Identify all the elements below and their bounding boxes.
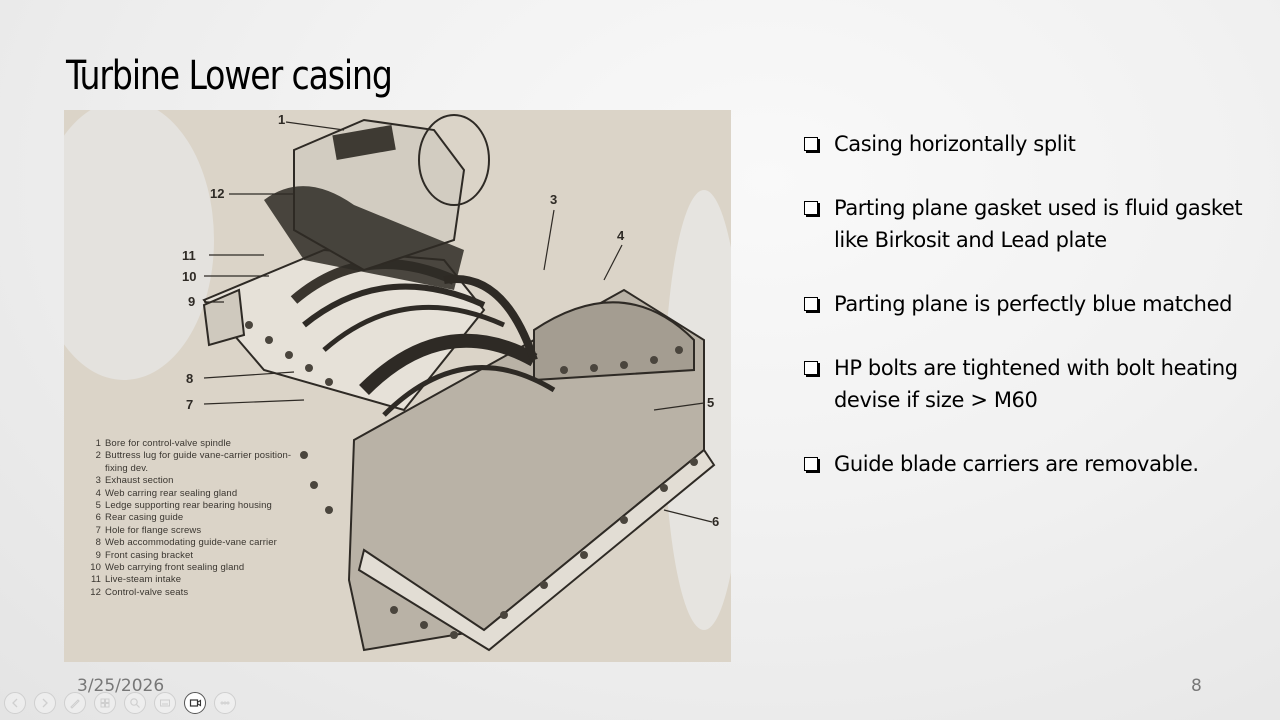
bullet-item: HP bolts are tightened with bolt heating… bbox=[804, 352, 1254, 416]
callout-1: 1 bbox=[278, 112, 286, 127]
checkbox-bullet-icon bbox=[804, 201, 818, 215]
callout-12: 12 bbox=[210, 186, 225, 201]
see-all-slides-button[interactable] bbox=[94, 692, 116, 714]
callout-7: 7 bbox=[186, 397, 194, 412]
subtitles-icon bbox=[160, 699, 170, 707]
zoom-button[interactable] bbox=[124, 692, 146, 714]
bullet-list: Casing horizontally split Parting plane … bbox=[804, 128, 1254, 512]
callout-11: 11 bbox=[182, 248, 196, 263]
bullet-item: Parting plane gasket used is fluid gaske… bbox=[804, 192, 1254, 256]
callout-8: 8 bbox=[186, 371, 194, 386]
more-options-button[interactable] bbox=[214, 692, 236, 714]
checkbox-bullet-icon bbox=[804, 297, 818, 311]
pen-icon bbox=[70, 699, 80, 709]
subtitles-button[interactable] bbox=[154, 692, 176, 714]
chevron-right-icon bbox=[42, 698, 48, 708]
bullet-item: Parting plane is perfectly blue matched bbox=[804, 288, 1254, 320]
chevron-left-icon bbox=[12, 698, 18, 708]
callout-5: 5 bbox=[707, 395, 715, 410]
turbine-casing-drawing bbox=[64, 110, 731, 662]
video-camera-icon bbox=[189, 699, 201, 707]
callout-6: 6 bbox=[712, 514, 720, 529]
bullet-item: Casing horizontally split bbox=[804, 128, 1254, 160]
magnifier-icon bbox=[130, 698, 140, 708]
ellipsis-icon bbox=[220, 701, 230, 705]
checkbox-bullet-icon bbox=[804, 361, 818, 375]
bullet-item: Guide blade carriers are removable. bbox=[804, 448, 1254, 480]
grid-icon bbox=[100, 698, 110, 708]
callout-4: 4 bbox=[617, 228, 625, 243]
callout-3: 3 bbox=[550, 192, 558, 207]
checkbox-bullet-icon bbox=[804, 137, 818, 151]
callout-10: 10 bbox=[182, 269, 197, 284]
checkbox-bullet-icon bbox=[804, 457, 818, 471]
slide-page-number: 8 bbox=[1191, 676, 1202, 696]
callout-9: 9 bbox=[188, 294, 196, 309]
camera-button[interactable] bbox=[184, 692, 206, 714]
slide-date: 3/25/2026 bbox=[77, 676, 165, 696]
previous-slide-button[interactable] bbox=[4, 692, 26, 714]
pen-tool-button[interactable] bbox=[64, 692, 86, 714]
presenter-controls bbox=[4, 692, 236, 714]
next-slide-button[interactable] bbox=[34, 692, 56, 714]
slide-title: Turbine Lower casing bbox=[66, 52, 393, 99]
